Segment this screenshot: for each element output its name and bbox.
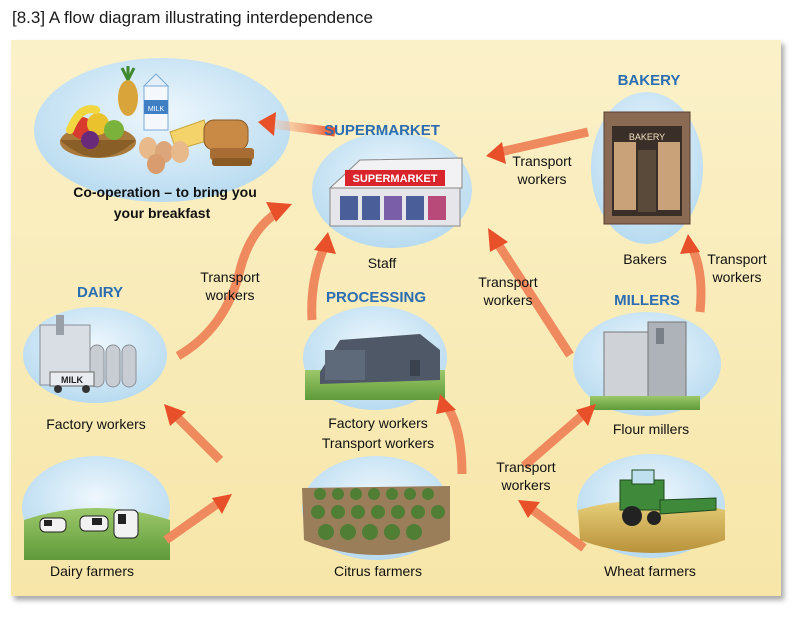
breakfast-scene: MILK [34,58,290,202]
millers-scene [573,312,721,416]
label-wheat-farmers: Wheat farmers [604,563,696,579]
transport-line2: workers [483,292,533,308]
transport-line2: workers [517,171,567,187]
processing-scene [303,306,447,410]
arrow-wheat-to-transport [518,500,587,552]
supermarket-sign-text: SUPERMARKET [353,173,438,185]
heading-millers: MILLERS [614,292,680,309]
transport-label-wheat-millers: Transport workers [486,458,566,494]
arrow-dairy-to-supermarket [175,202,292,360]
wheat-farm-scene [577,454,725,558]
heading-dairy: DAIRY [76,284,124,301]
bakery-sign-text: BAKERY [629,132,665,142]
milk-truck-text: MILK [61,375,83,385]
transport-label-millers-bakery: Transport workers [697,250,777,286]
heading-supermarket: SUPERMARKET [324,122,440,139]
supermarket-scene: SUPERMARKET [312,132,472,248]
citrus-farm-scene [302,456,450,560]
transport-line1: Transport [512,153,572,169]
label-flour-millers: Flour millers [612,421,690,437]
label-dairy-factory-workers: Factory workers [46,416,146,432]
dairy-factory-scene: MILK [23,307,167,403]
transport-line1: Transport [707,251,767,267]
arrow-wheat-to-millers [521,404,596,470]
arrow-citrus-to-processing [436,394,467,475]
coop-title-line1: Co-operation – to bring you [73,184,257,200]
transport-label-bakery-supermarket: Transport workers [502,152,582,188]
transport-line1: Transport [200,269,260,285]
arrow-processing-to-supermarket [307,232,336,321]
label-citrus-farmers: Citrus farmers [334,563,422,579]
dairy-farm-scene [22,456,170,560]
arrow-dairyfarm-to-dairy-upper [164,404,224,464]
arrow-millers-to-bakery [680,234,706,313]
transport-line2: workers [712,269,762,285]
arrow-dairyfarm-to-dairy-lower [163,494,232,544]
milk-carton-text: MILK [148,106,165,113]
transport-label-dairy-supermarket: Transport workers [190,268,270,304]
label-bakers: Bakers [623,251,667,267]
transport-line2: workers [205,287,255,303]
arrow-millers-to-supermarket [488,228,574,358]
arrow-bakery-to-supermarket [486,127,589,164]
arrow-supermarket-to-breakfast [258,112,336,137]
heading-bakery: BAKERY [617,72,681,89]
transport-line1: Transport [478,274,538,290]
label-staff: Staff [367,255,397,271]
heading-processing: PROCESSING [325,289,427,306]
label-dairy-farmers: Dairy farmers [49,563,134,579]
transport-line1: Transport [496,459,556,475]
label-processing-factory-workers: Factory workers [328,415,428,431]
transport-label-millers-supermarket: Transport workers [468,273,548,309]
coop-title-line2: your breakfast [114,205,211,221]
flow-arrows [163,112,706,552]
bakery-scene: BAKERY [591,92,703,244]
figure-caption: [8.3] A flow diagram illustrating interd… [12,8,374,27]
transport-line2: workers [501,477,551,493]
label-processing-transport-workers: Transport workers [321,435,435,451]
